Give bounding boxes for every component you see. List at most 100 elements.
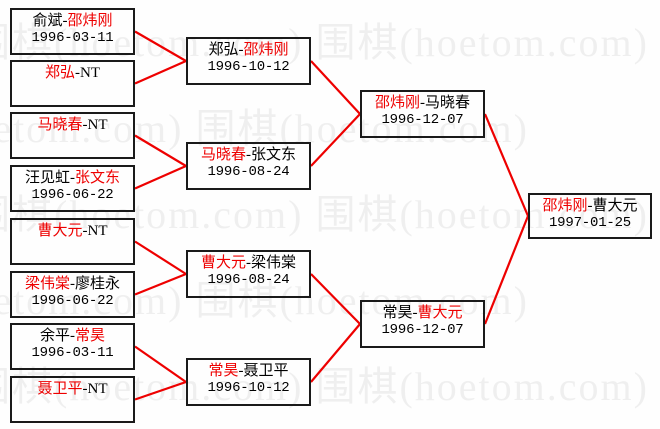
match-players: 马晓春-NT [12, 117, 133, 134]
player-right: 梁伟棠 [251, 255, 297, 271]
match-players: 聂卫平-NT [12, 381, 133, 398]
player-separator: - [82, 223, 88, 239]
match-players: 邵炜刚-马晓春 [362, 95, 483, 112]
player-right: 曹大元 [592, 198, 638, 214]
player-separator: - [75, 65, 80, 81]
player-separator: - [70, 170, 75, 186]
player-right: 邵炜刚 [67, 13, 113, 29]
match-date: 1996-08-24 [207, 272, 290, 289]
match-players: 梁伟棠-廖桂永 [12, 276, 133, 293]
player-left: 汪见虹 [24, 170, 70, 186]
match-players: 曹大元-NT [12, 223, 133, 240]
connector-line [134, 380, 187, 401]
match-date: 1996-12-07 [381, 322, 464, 339]
connector-line [310, 273, 361, 325]
match-players: 俞斌-邵炜刚 [12, 13, 133, 30]
player-separator: - [587, 198, 593, 214]
match-date: 1996-12-07 [381, 112, 464, 129]
match-date: 1997-01-25 [548, 215, 631, 232]
player-left: 邵炜刚 [542, 198, 588, 214]
match-players: 曹大元-梁伟棠 [188, 255, 309, 272]
match-box[interactable]: 聂卫平-NT [10, 376, 135, 423]
player-right: NT [80, 65, 100, 81]
player-left: 郑弘 [208, 42, 239, 58]
player-left: 常昊 [208, 363, 239, 379]
player-right: NT [87, 381, 108, 397]
player-left: 梁伟棠 [24, 276, 70, 292]
connector-line [310, 60, 361, 115]
player-left: 郑弘 [44, 65, 75, 81]
player-left: 常昊 [382, 305, 413, 321]
match-date: 1996-10-12 [207, 59, 290, 76]
connector-line [483, 215, 530, 325]
match-date: 1996-03-11 [31, 345, 114, 362]
player-separator: - [62, 13, 68, 29]
connector-line [134, 240, 187, 275]
match-date: 1996-10-12 [207, 380, 290, 397]
connector-line [134, 134, 187, 167]
match-box[interactable]: 曹大元-NT [10, 218, 135, 265]
match-date: 1996-06-22 [31, 187, 114, 204]
match-date: 1996-08-24 [207, 164, 290, 181]
match-players: 邵炜刚-曹大元 [530, 198, 650, 215]
player-left: 聂卫平 [37, 381, 83, 397]
player-left: 曹大元 [200, 255, 246, 271]
match-players: 郑弘-邵炜刚 [188, 42, 309, 59]
player-right: 廖桂永 [75, 276, 121, 292]
player-right: NT [87, 223, 108, 239]
player-right: 邵炜刚 [243, 42, 289, 58]
player-separator: - [82, 117, 88, 133]
player-separator: - [238, 363, 244, 379]
match-players: 常昊-曹大元 [362, 305, 483, 322]
player-separator: - [246, 255, 251, 271]
player-separator: - [238, 42, 244, 58]
match-players: 常昊-聂卫平 [188, 363, 309, 380]
player-left: 马晓春 [37, 117, 83, 133]
connector-line [134, 272, 187, 296]
player-right: 张文东 [251, 147, 297, 163]
player-left: 俞斌 [32, 13, 63, 29]
connector-line [134, 30, 187, 62]
player-right: 马晓春 [425, 95, 471, 111]
match-date: 1996-06-22 [31, 293, 114, 310]
connector-line [134, 164, 187, 190]
player-separator: - [246, 147, 251, 163]
player-right: 常昊 [75, 328, 106, 344]
match-box[interactable]: 郑弘-NT [10, 60, 135, 107]
connector-line [483, 113, 530, 217]
player-left: 邵炜刚 [374, 95, 420, 111]
connector-line [310, 113, 361, 167]
player-right: 聂卫平 [243, 363, 289, 379]
player-separator: - [412, 305, 418, 321]
match-players: 余平-常昊 [12, 328, 133, 345]
connector-line [134, 59, 187, 85]
connector-line [310, 323, 361, 383]
player-left: 曹大元 [37, 223, 83, 239]
connector-line [134, 345, 187, 383]
player-right: 曹大元 [417, 305, 463, 321]
player-right: 张文东 [75, 170, 121, 186]
player-right: NT [87, 117, 108, 133]
match-players: 马晓春-张文东 [188, 147, 309, 164]
player-separator: - [420, 95, 425, 111]
match-players: 汪见虹-张文东 [12, 170, 133, 187]
player-separator: - [82, 381, 88, 397]
player-separator: - [70, 276, 75, 292]
match-date: 1996-03-11 [31, 30, 114, 47]
match-box[interactable]: 马晓春-NT [10, 112, 135, 159]
match-players: 郑弘-NT [12, 65, 133, 82]
player-left: 马晓春 [200, 147, 246, 163]
player-separator: - [70, 328, 75, 344]
